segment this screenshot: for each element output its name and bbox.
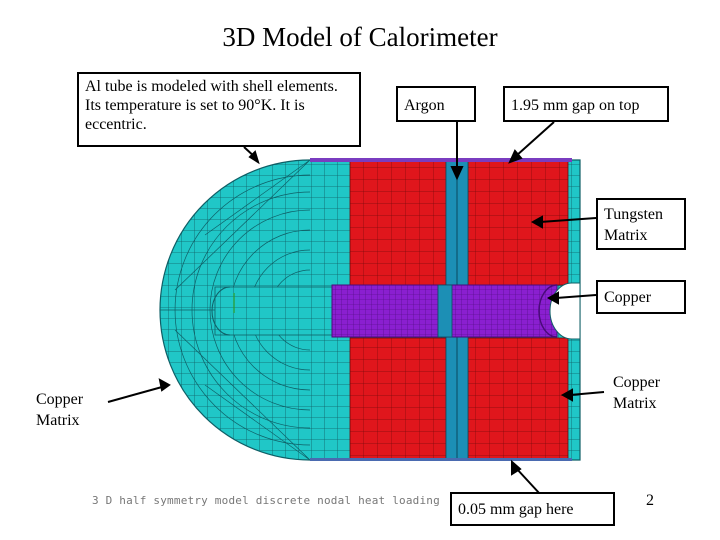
footer-caption: 3 D half symmetry model discrete nodal h… — [92, 494, 440, 507]
callout-arrows — [107, 118, 605, 495]
label-copper-matrix-left: Copper Matrix — [36, 391, 84, 429]
tungsten-block-bottom-left — [349, 337, 447, 461]
tungsten-block-top-left — [349, 159, 447, 286]
bottom-gap-outline — [310, 458, 572, 461]
callout-gap-top: 1.95 mm gap on top — [503, 86, 669, 122]
top-gap-outline — [310, 158, 572, 162]
callout-tungsten-matrix: Tungsten Matrix — [596, 198, 686, 250]
copper-tube-argon-section — [437, 284, 453, 338]
tungsten-block-bottom-right — [467, 337, 569, 461]
callout-al-tube: Al tube is modeled with shell elements. … — [77, 72, 361, 147]
label-copper-matrix-right: Copper Matrix — [613, 374, 661, 412]
slide-title: 3D Model of Calorimeter — [222, 22, 498, 52]
callout-copper: Copper — [596, 280, 686, 314]
tungsten-block-top-right — [467, 159, 569, 286]
al-tube-left-end — [211, 286, 231, 336]
callout-gap-bottom: 0.05 mm gap here — [450, 492, 615, 526]
callout-argon: Argon — [396, 86, 476, 122]
page-number: 2 — [646, 492, 654, 509]
